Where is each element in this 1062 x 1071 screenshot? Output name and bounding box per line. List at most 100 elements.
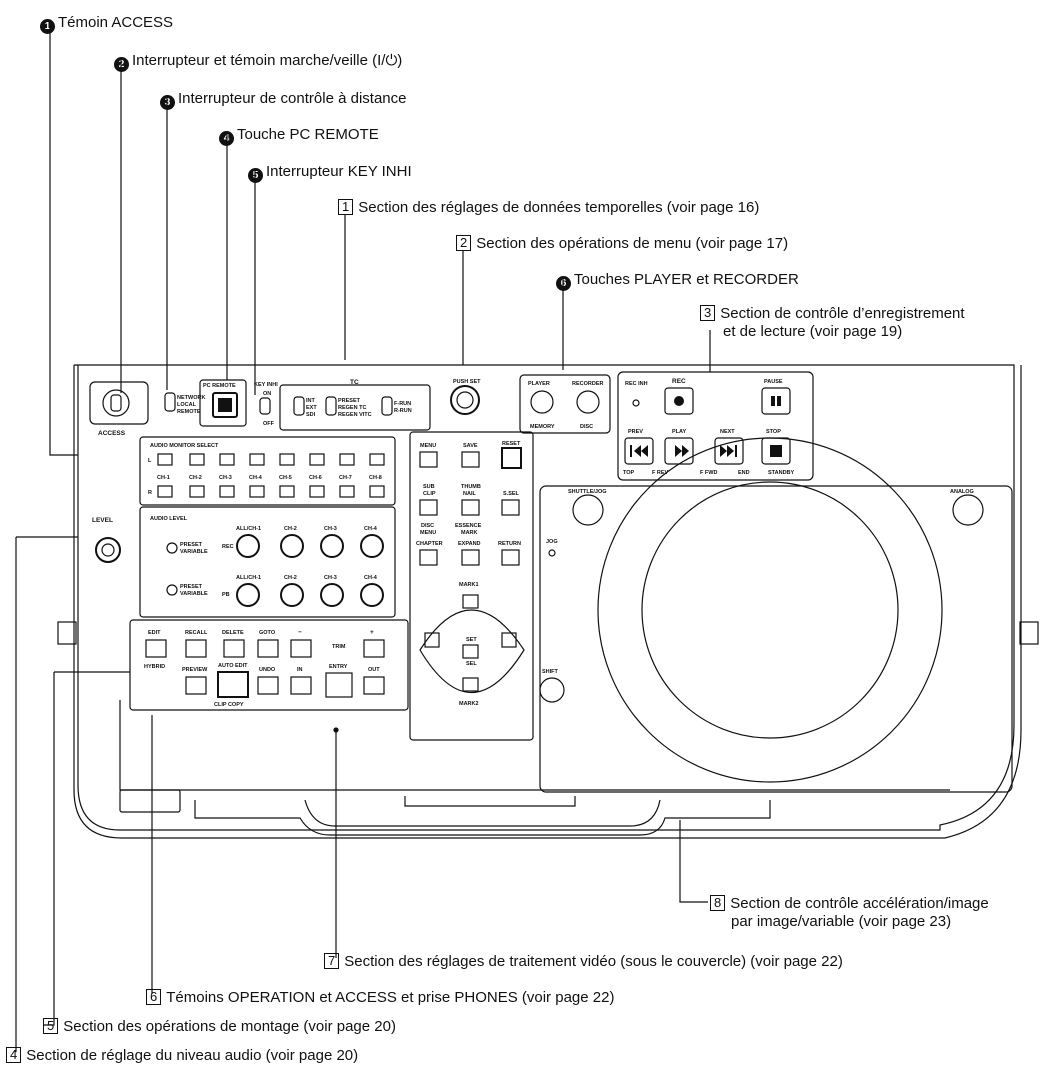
- section-number: 7: [324, 953, 340, 969]
- label-jog: JOG: [546, 539, 558, 545]
- label-f-fwd: F FWD: [700, 470, 717, 476]
- handle: [194, 800, 771, 836]
- section-number: 4: [6, 1047, 22, 1063]
- left-hinge: [57, 621, 77, 645]
- label-analog: ANALOG: [950, 489, 974, 495]
- label-s-sel: S.SEL: [503, 491, 520, 497]
- label-chapter: CHAPTER: [416, 541, 443, 547]
- label-delete: DELETE: [222, 630, 244, 636]
- label-mark1: MARK1: [459, 582, 479, 588]
- label-essence: ESSENCE: [455, 523, 482, 529]
- label-preview: PREVIEW: [182, 667, 208, 673]
- label-play: PLAY: [672, 429, 686, 435]
- lower-cover: [119, 700, 950, 791]
- label-rec-ch2: CH-2: [284, 526, 297, 532]
- label-set: SET: [466, 637, 477, 643]
- section-text: Section de contrôle d’enregistrement: [720, 305, 965, 322]
- label-pc-remote: PC REMOTE: [203, 383, 236, 389]
- label-pb-ch4: CH-4: [364, 575, 378, 581]
- label-ch-8: CH-8: [369, 475, 382, 481]
- label-in: IN: [297, 667, 303, 673]
- label-save: SAVE: [463, 443, 478, 449]
- label-ext: EXT: [306, 405, 317, 411]
- leader-line-access: [49, 22, 78, 456]
- section-number: 8: [710, 895, 726, 911]
- label-ch-5: CH-5: [279, 475, 292, 481]
- label-clip: CLIP: [423, 491, 436, 497]
- section-text: Section de contrôle accélération/image: [730, 895, 989, 912]
- label-f-run: F-RUN: [394, 401, 411, 407]
- section-text: Section des opérations de montage (voir …: [63, 1018, 396, 1035]
- label-ch-2: CH-2: [189, 475, 202, 481]
- label-ch-6: CH-6: [309, 475, 322, 481]
- section-text: par image/variable (voir page 23): [731, 913, 952, 930]
- callout-text: Interrupteur et témoin marche/veille (I/…: [132, 52, 403, 69]
- label-prev: PREV: [628, 429, 643, 435]
- label-audio-level: AUDIO LEVEL: [150, 516, 188, 522]
- label-stop: STOP: [766, 429, 781, 435]
- label-network: NETWORK: [177, 395, 205, 401]
- label-tc: TC: [350, 379, 359, 386]
- indicator-window: [119, 789, 181, 813]
- label-local: LOCAL: [177, 402, 197, 408]
- label-variable-1: VARIABLE: [180, 549, 208, 555]
- label-preset-2: PRESET: [180, 584, 203, 590]
- label-entry: ENTRY: [329, 664, 348, 670]
- callout-text: Témoin ACCESS: [58, 14, 174, 31]
- callout-text: Interrupteur de contrôle à distance: [178, 90, 407, 107]
- label-disc: DISC: [421, 523, 434, 529]
- callout-text: Touche PC REMOTE: [237, 126, 379, 143]
- label-key-inhi: KEY INHI: [254, 382, 278, 388]
- section-text: Section des réglages de traitement vidéo…: [344, 953, 843, 970]
- label-menu: MENU: [420, 443, 436, 449]
- section-text: Section de réglage du niveau audio (voir…: [26, 1047, 359, 1064]
- label-trim: TRIM: [332, 644, 346, 650]
- label-rec-ch4: CH-4: [364, 526, 378, 532]
- label-menu-2: MENU: [420, 530, 436, 536]
- label-regen-tc: REGEN TC: [338, 405, 366, 411]
- label-player: PLAYER: [528, 381, 550, 387]
- section-number: 1: [338, 199, 354, 215]
- label-preset-1: PRESET: [180, 542, 203, 548]
- label-l: L: [148, 458, 152, 464]
- section-label-shuttle-line2: par image/variable (voir page 23): [731, 913, 951, 931]
- leader-line-editing: [44, 672, 55, 1026]
- power-switch-block: [89, 381, 149, 425]
- label-auto-edit: AUTO EDIT: [218, 663, 248, 669]
- section-text: Section des opérations de menu (voir pag…: [476, 235, 789, 252]
- label-reset: RESET: [502, 441, 521, 447]
- label-return: RETURN: [498, 541, 521, 547]
- device-body: [74, 364, 1015, 831]
- arrow-pad: [419, 609, 525, 693]
- label-next: NEXT: [720, 429, 735, 435]
- device-body-rim: [73, 365, 1022, 839]
- label-pb-ch3: CH-3: [324, 575, 337, 581]
- label-recall: RECALL: [185, 630, 208, 636]
- label-rec: REC: [672, 378, 686, 385]
- label-ch-3: CH-3: [219, 475, 232, 481]
- label-ch-1: CH-1: [157, 475, 170, 481]
- label-int: INT: [306, 398, 316, 404]
- label-goto: GOTO: [259, 630, 276, 636]
- label-out: OUT: [368, 667, 380, 673]
- label-end: END: [738, 470, 750, 476]
- label-rec-all-ch1: ALL/CH-1: [236, 526, 261, 532]
- label-r-run: R-RUN: [394, 408, 412, 414]
- label-push-set: PUSH SET: [453, 379, 481, 385]
- label-access: ACCESS: [98, 430, 126, 437]
- label-on: ON: [263, 391, 271, 397]
- callout-number: 1: [40, 19, 55, 34]
- label-remote: REMOTE: [177, 409, 201, 415]
- label-hybrid: HYBRID: [144, 664, 165, 670]
- label-clip-copy: CLIP COPY: [214, 702, 244, 708]
- label-rec-inh: REC INH: [625, 381, 648, 387]
- label-plus: +: [370, 629, 374, 636]
- label-preset: PRESET: [338, 398, 361, 404]
